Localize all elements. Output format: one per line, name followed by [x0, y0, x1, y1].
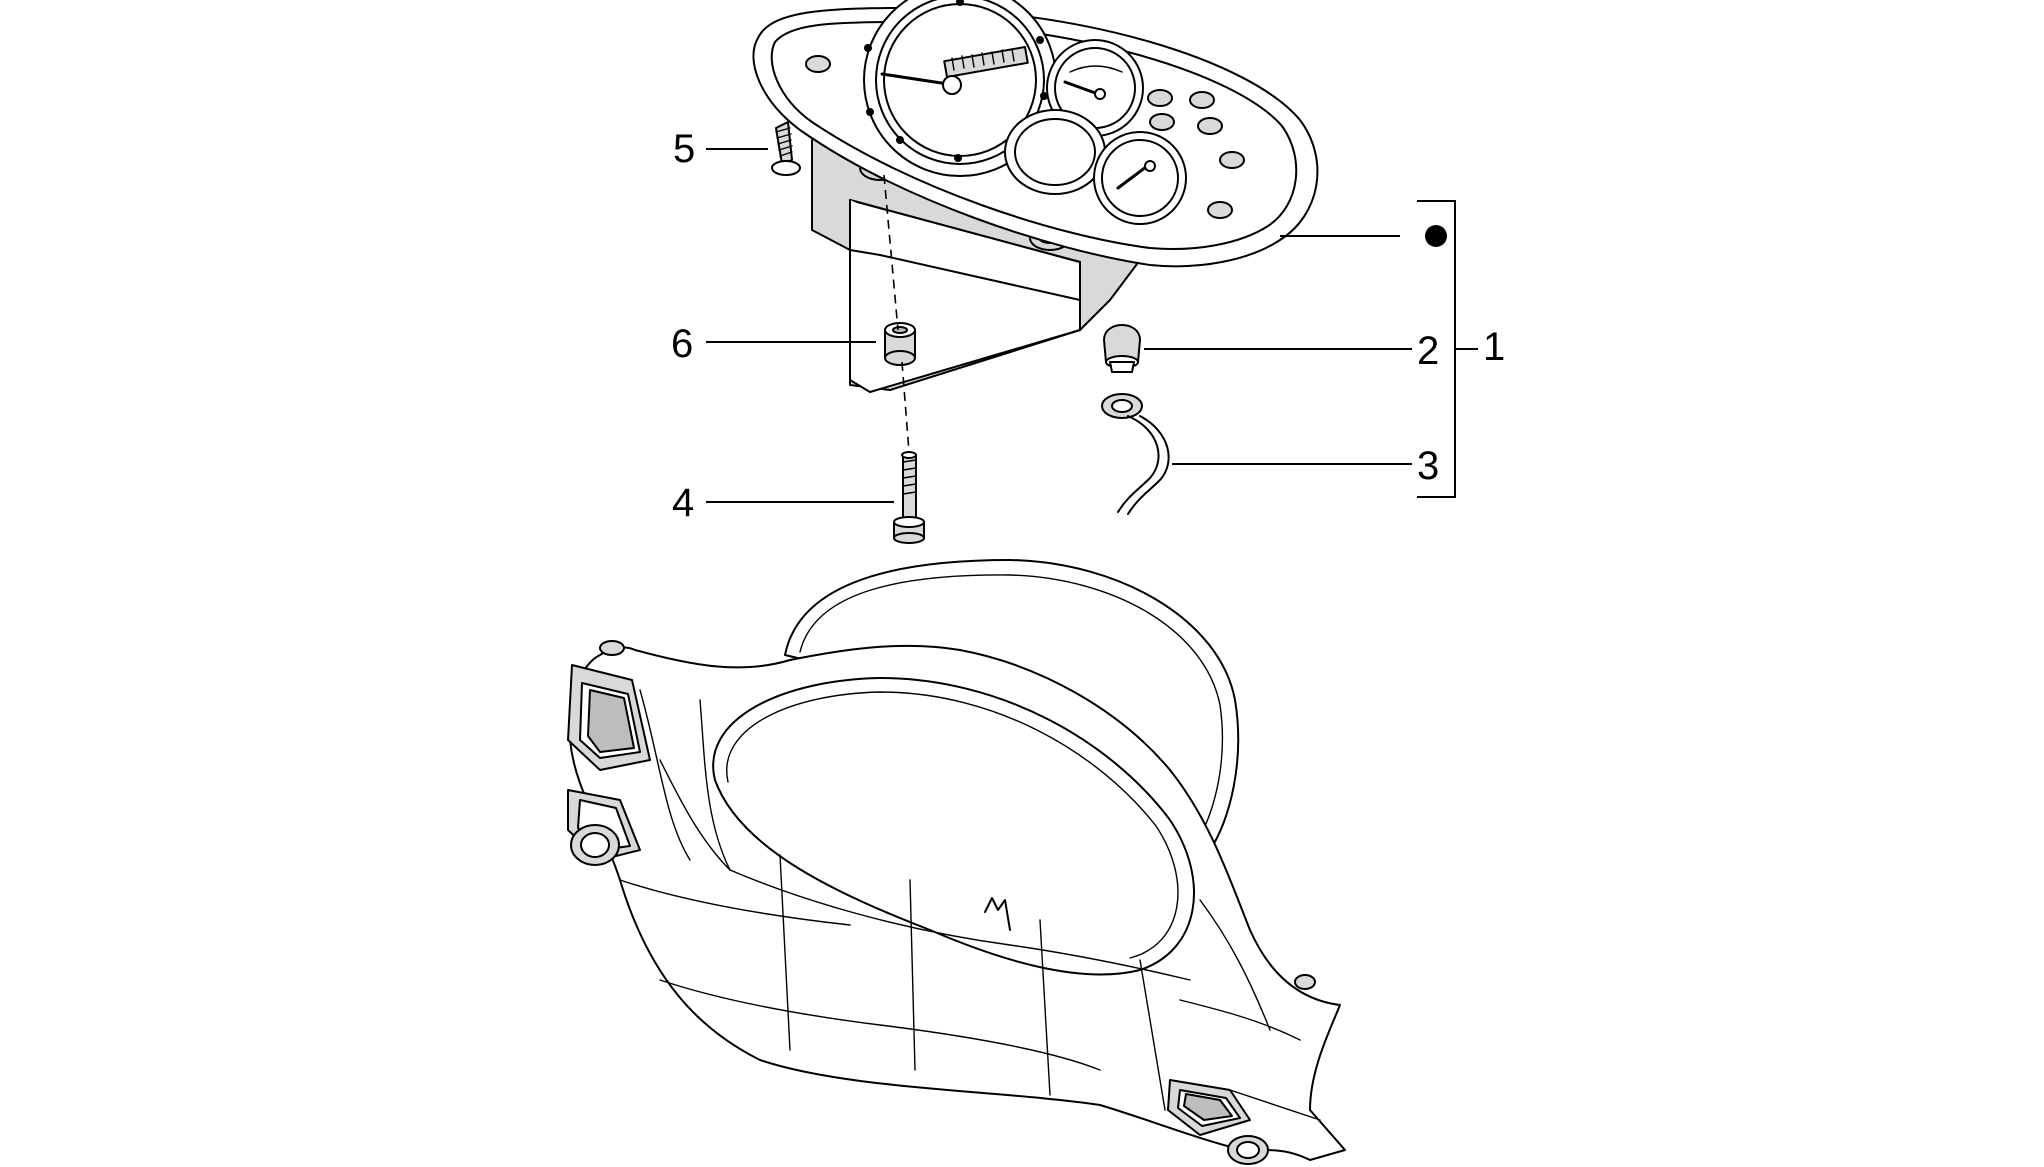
- spacer-part-6: [884, 322, 916, 366]
- indicator-lamp-holes: [805, 55, 1245, 219]
- instrument-cluster: [752, 0, 1319, 393]
- handlebar-cover: [567, 559, 1346, 1165]
- speedometer-gauge: [863, 0, 1057, 177]
- callout-3: 3: [1417, 444, 1439, 488]
- leader-lines: [706, 148, 1478, 503]
- callout-2: 2: [1417, 329, 1439, 373]
- callout-4: 4: [672, 481, 694, 525]
- temperature-gauge: [1093, 131, 1187, 225]
- callout-6: 6: [671, 322, 693, 366]
- bulb-socket-part-3: [1101, 393, 1170, 515]
- callout-5: 5: [673, 127, 695, 171]
- warning-window: [1004, 109, 1106, 195]
- screw-part-5: [771, 121, 801, 176]
- callout-1: 1: [1483, 325, 1505, 369]
- bulb-part-2: [1103, 324, 1141, 373]
- assembly-marker-dot: [1425, 225, 1447, 247]
- bolt-part-4: [893, 451, 925, 544]
